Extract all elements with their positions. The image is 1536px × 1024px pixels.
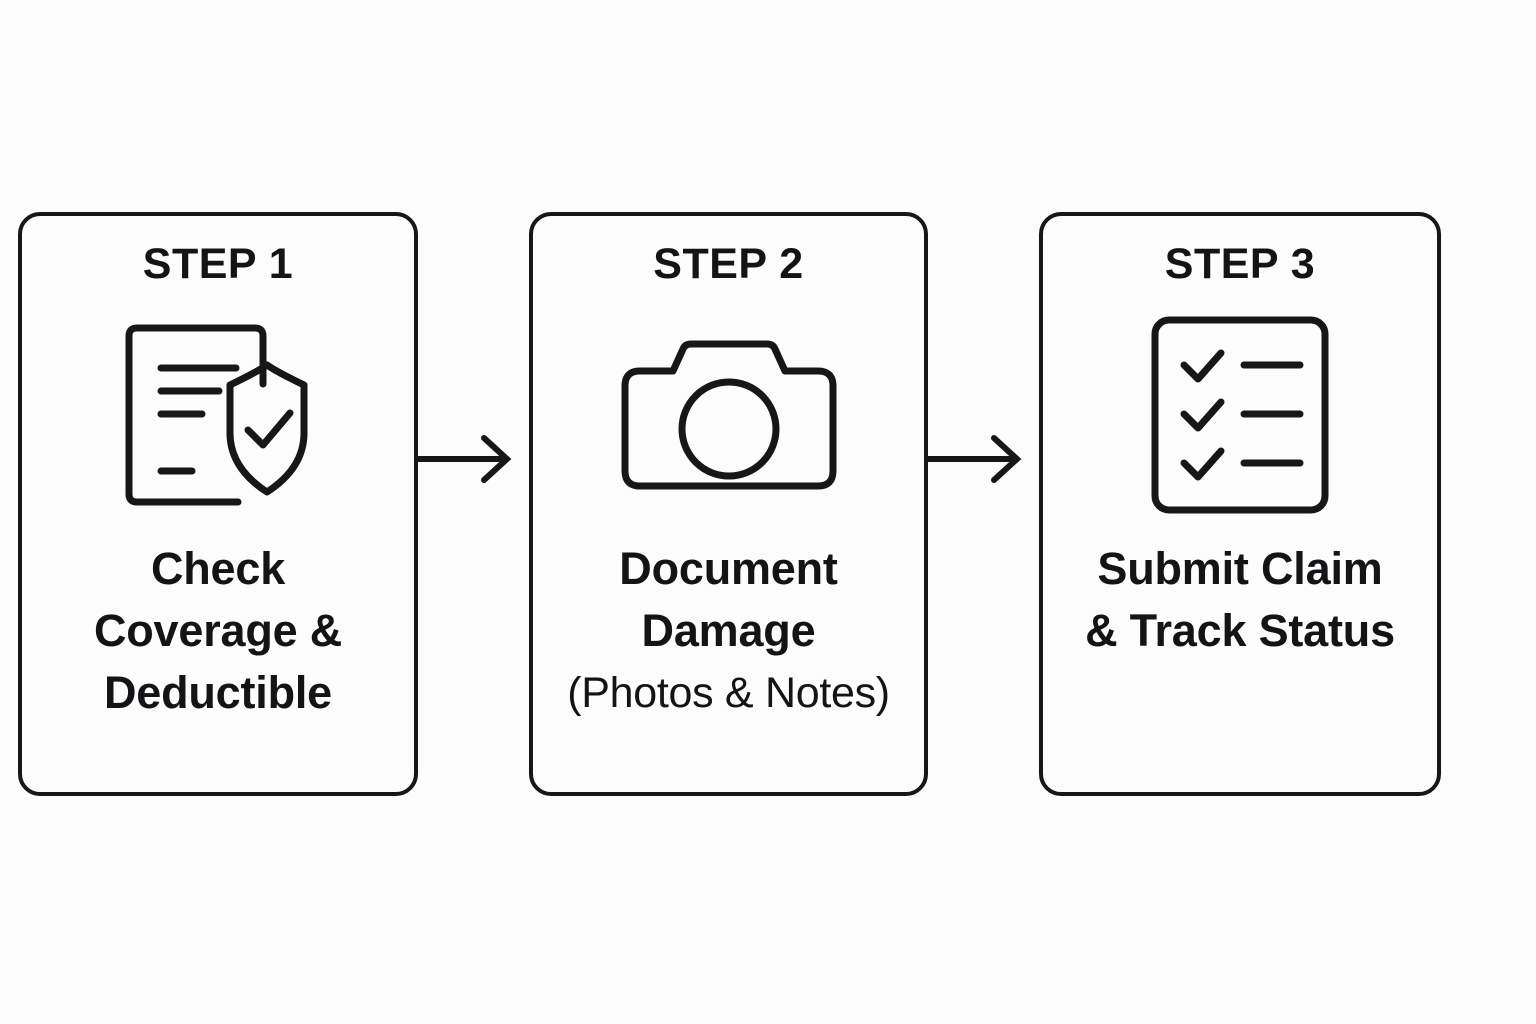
step-3-caption: Submit Claim & Track Status	[1043, 538, 1437, 662]
step-2-caption-sub: (Photos & Notes)	[567, 668, 890, 717]
step-1-caption-line-1: Check	[150, 542, 286, 594]
step-3-label: STEP 3	[1164, 240, 1316, 288]
step-card-3[interactable]: STEP 3 Submit Claim &	[1039, 212, 1441, 796]
step-1-caption-line-3: Deductible	[103, 666, 333, 718]
step-2-label: STEP 2	[653, 240, 804, 288]
step-1-caption-line-2: Coverage &	[93, 604, 343, 656]
arrow-step1-to-step2	[418, 212, 529, 796]
step-2-caption-line-2: Damage	[641, 604, 816, 656]
arrow-step2-to-step3	[928, 212, 1039, 796]
step-2-caption: Document Damage (Photos & Notes)	[533, 538, 924, 724]
step-card-2[interactable]: STEP 2 Document Damage (Photos & Notes)	[529, 212, 928, 796]
document-shield-icon	[120, 310, 316, 520]
step-1-caption: Check Coverage & Deductible	[22, 538, 414, 724]
step-2-caption-line-1: Document	[619, 542, 838, 594]
step-3-caption-line-1: Submit Claim	[1097, 542, 1383, 594]
camera-icon	[621, 310, 837, 520]
step-card-1[interactable]: STEP 1 C	[18, 212, 418, 796]
checklist-icon	[1150, 310, 1330, 520]
step-3-caption-line-2: & Track Status	[1085, 604, 1395, 656]
process-flow: STEP 1 C	[0, 212, 1536, 796]
step-1-label: STEP 1	[142, 240, 294, 288]
